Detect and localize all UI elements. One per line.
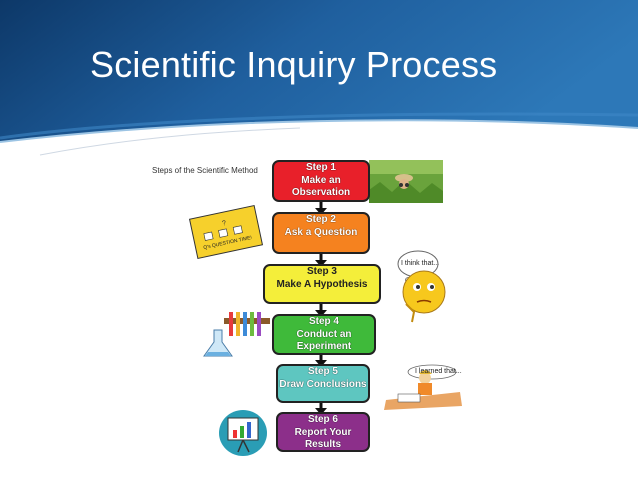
step-4-box: Step 4 Conduct an Experiment: [272, 314, 376, 355]
student-writing: [384, 364, 462, 410]
arrow-5-6: [315, 402, 327, 415]
header-banner: [0, 0, 638, 156]
step-2-label: Ask a Question: [284, 226, 358, 238]
step-1-box: Step 1 Make an Observation: [272, 160, 370, 202]
step-6-label: Report Your Results: [294, 426, 352, 451]
presentation-board: [219, 410, 267, 456]
step-4-label: Conduct an Experiment: [296, 328, 352, 353]
step-6-box: Step 6 Report Your Results: [276, 412, 370, 452]
step-5-number: Step 5: [307, 366, 338, 377]
arrow-3-4: [315, 303, 327, 317]
slide-title: Scientific Inquiry Process: [90, 44, 498, 85]
step-3-label: Make A Hypothesis: [276, 278, 368, 290]
step-5-label: Draw Conclusions: [279, 378, 367, 390]
thinking-face: [397, 250, 446, 323]
step-4-number: Step 4: [308, 316, 339, 327]
diagram-caption: Steps of the Scientific Method: [152, 166, 258, 175]
think-bubble-text: I think that...: [401, 260, 440, 267]
arrow-2-3: [315, 253, 327, 267]
step-2-number: Step 2: [305, 214, 336, 225]
lab-glassware: [203, 312, 270, 357]
question-card: ?: [188, 204, 264, 260]
step-3-number: Step 3: [306, 266, 337, 277]
step-2-box: Step 2 Ask a Question: [272, 212, 370, 254]
arrow-4-5: [315, 354, 327, 367]
step-1-number: Step 1: [305, 162, 336, 173]
step-5-box: Step 5 Draw Conclusions: [276, 364, 370, 403]
step-1-label: Make an Observation: [291, 174, 351, 199]
arrow-1-2: [315, 201, 327, 215]
step-3-box: Step 3 Make A Hypothesis: [263, 264, 381, 304]
step-6-number: Step 6: [307, 414, 338, 425]
observation-photo: [369, 160, 443, 203]
svg-text:?: ?: [222, 220, 227, 228]
learned-bubble-text: I learned that...: [415, 368, 462, 375]
flow-arrows: [315, 201, 327, 415]
